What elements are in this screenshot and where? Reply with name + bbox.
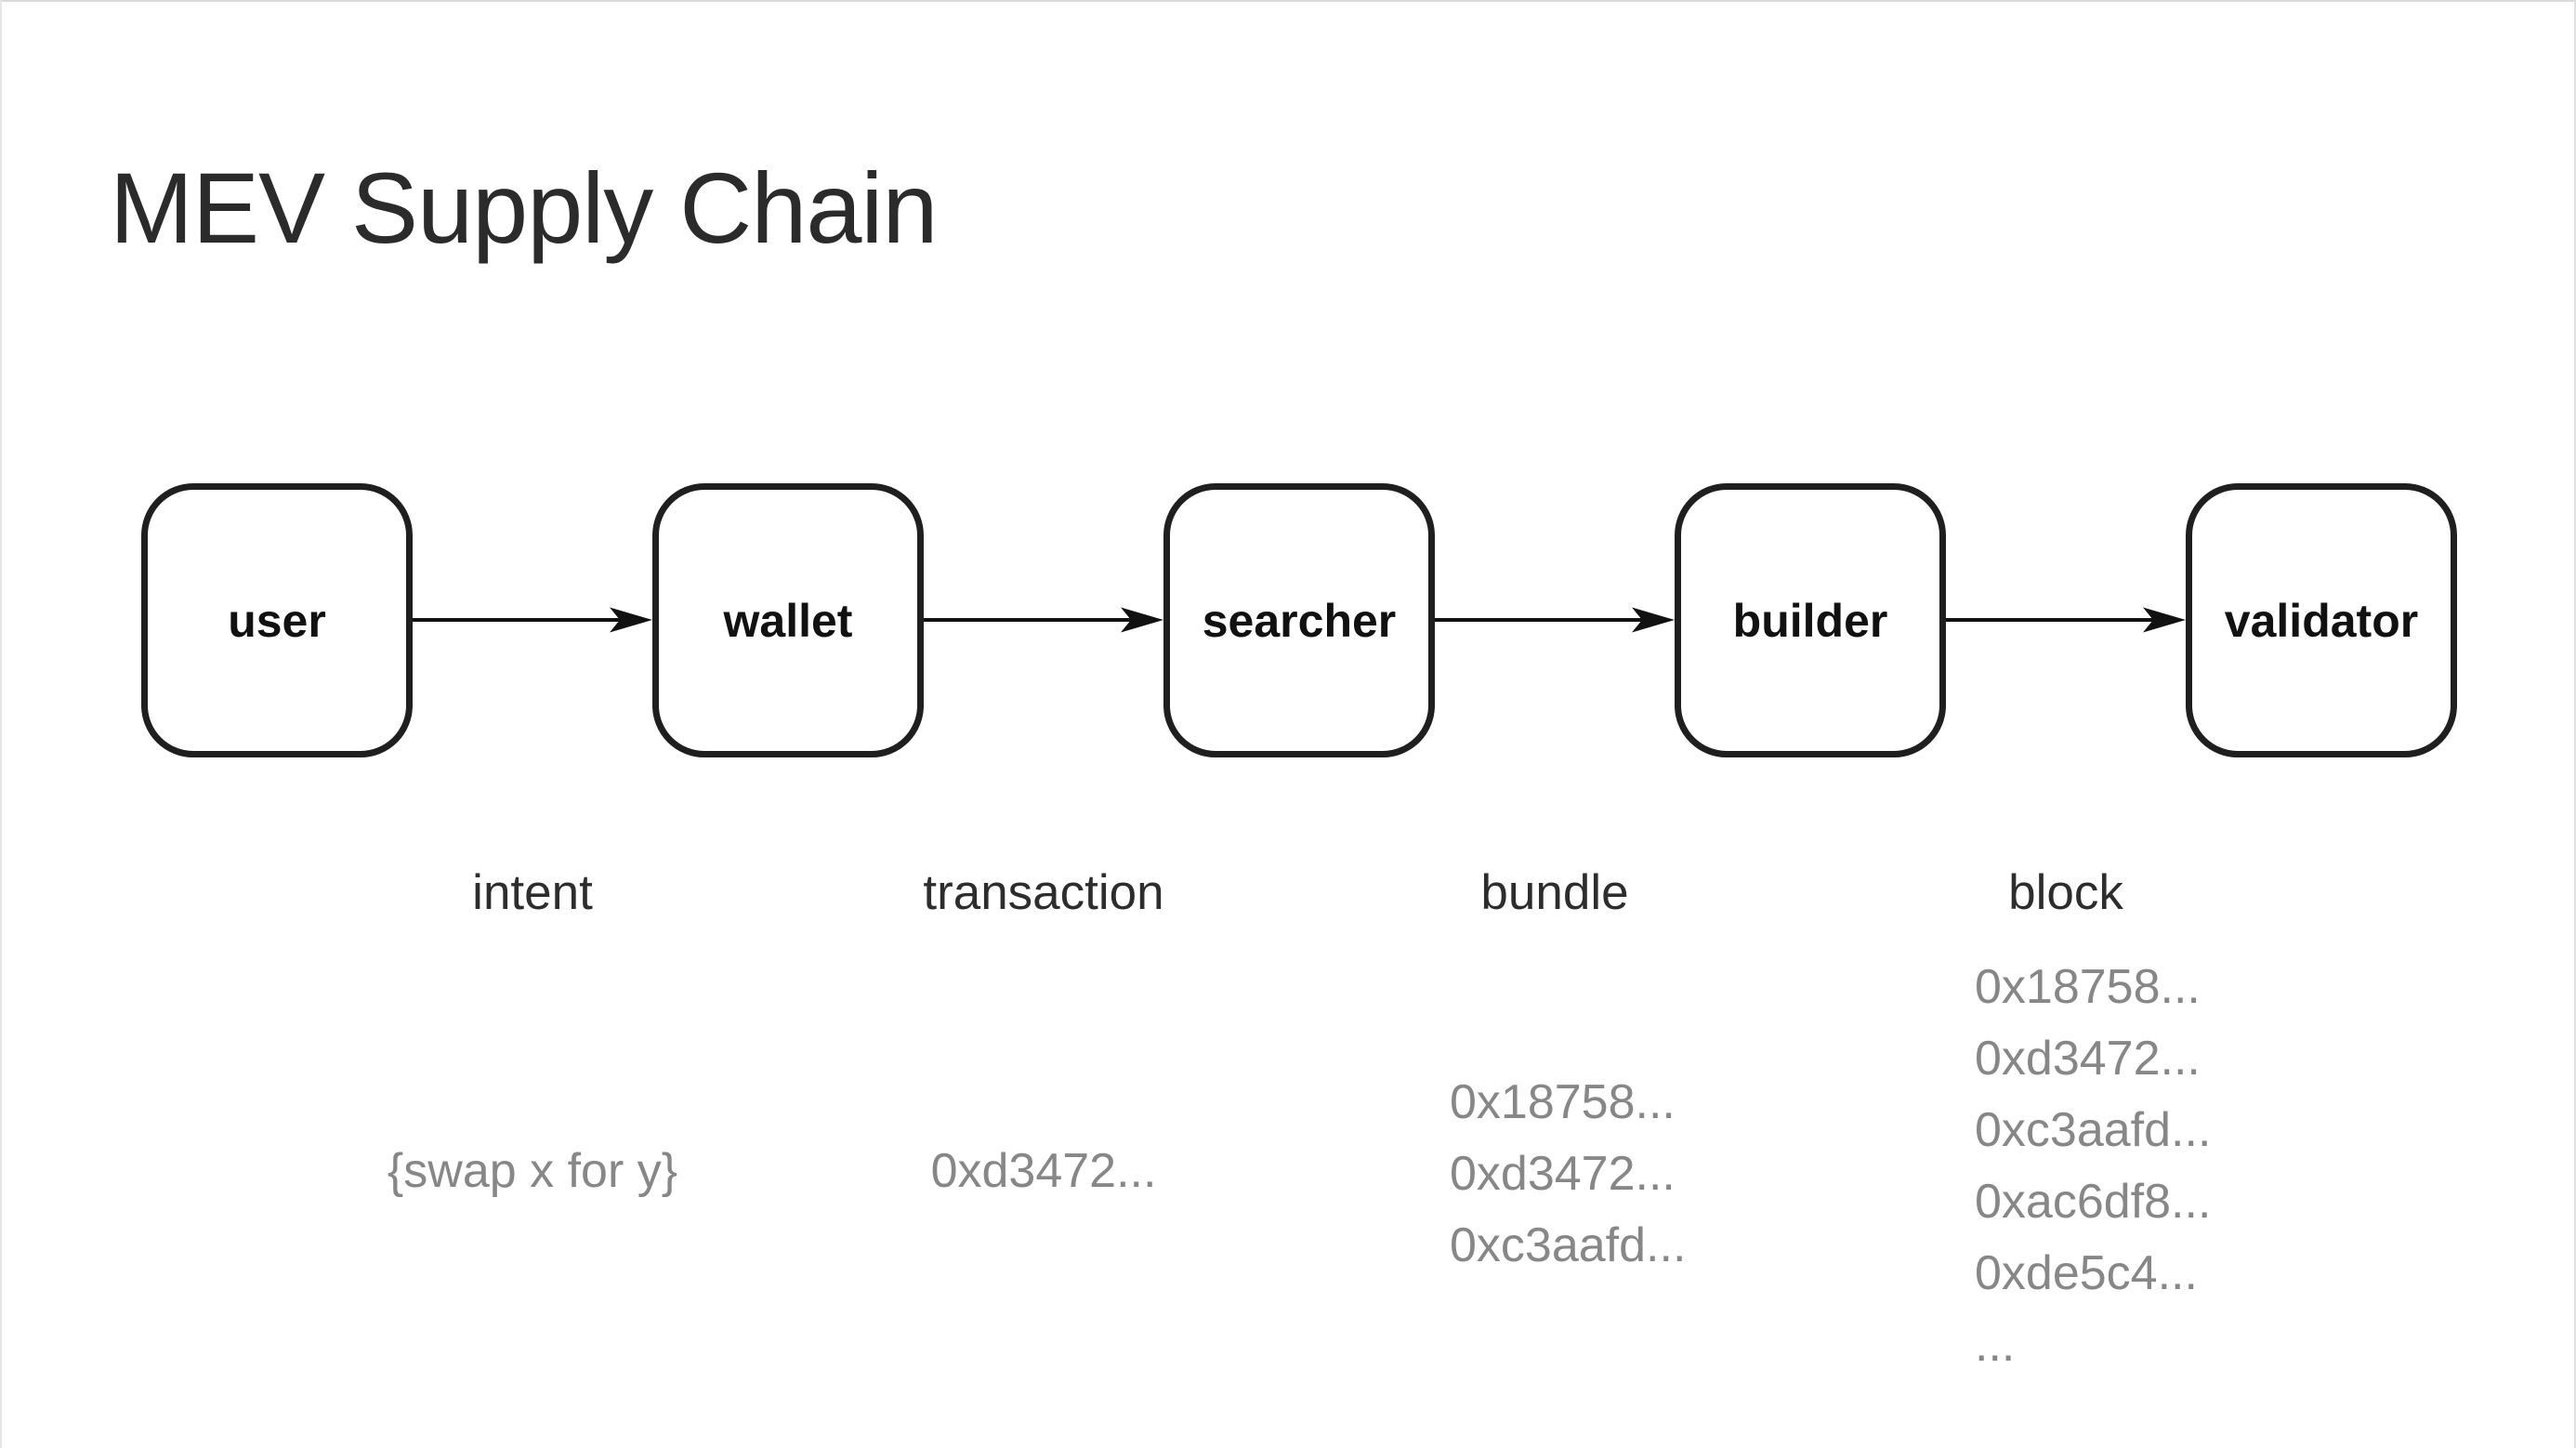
payload-intent: {swap x for y} [387, 1144, 678, 1198]
node-searcher: searcher [1163, 483, 1435, 757]
payload-block: 0x18758... 0xd3472... 0xc3aafd... 0xac6d… [1975, 952, 2211, 1381]
payload-transaction: 0xd3472... [930, 1144, 1157, 1198]
node-user-label: user [228, 594, 326, 647]
node-searcher-label: searcher [1202, 594, 1397, 647]
bundle-tx-hash: 0xc3aafd... [1450, 1218, 1687, 1272]
right-hairline [2574, 0, 2576, 1448]
bundle-tx-hash: 0xd3472... [1450, 1147, 1676, 1201]
edge-label-block: block [2008, 865, 2123, 920]
node-validator-label: validator [2224, 594, 2419, 647]
node-builder: builder [1675, 483, 1946, 757]
block-tx-hash: 0xac6df8... [1975, 1175, 2212, 1229]
edge-label-transaction: transaction [923, 865, 1164, 920]
arrow-searcher-to-builder-icon [1435, 607, 1675, 633]
arrow-user-to-wallet-icon [413, 607, 652, 633]
block-tx-hash: 0xd3472... [1975, 1032, 2201, 1086]
edge-label-bundle: bundle [1480, 865, 1629, 920]
left-hairline [0, 0, 2, 1448]
block-tx-hash: 0xde5c4... [1975, 1246, 2198, 1300]
node-wallet-label: wallet [723, 594, 853, 647]
arrow-wallet-to-searcher-icon [924, 607, 1163, 633]
page-title: MEV Supply Chain [110, 151, 938, 264]
top-hairline [0, 0, 2576, 2]
bundle-tx-hash: 0x18758... [1450, 1075, 1676, 1129]
node-wallet: wallet [652, 483, 924, 757]
edge-label-intent: intent [472, 865, 593, 920]
payload-bundle: 0x18758... 0xd3472... 0xc3aafd... [1450, 1067, 1686, 1282]
arrow-builder-to-validator-icon [1946, 607, 2186, 633]
block-tx-hash: 0xc3aafd... [1975, 1103, 2212, 1157]
node-builder-label: builder [1732, 594, 1888, 647]
node-user: user [141, 483, 413, 757]
block-tx-hash-ellipsis: ... [1975, 1318, 2016, 1372]
node-validator: validator [2186, 483, 2457, 757]
block-tx-hash: 0x18758... [1975, 960, 2201, 1014]
